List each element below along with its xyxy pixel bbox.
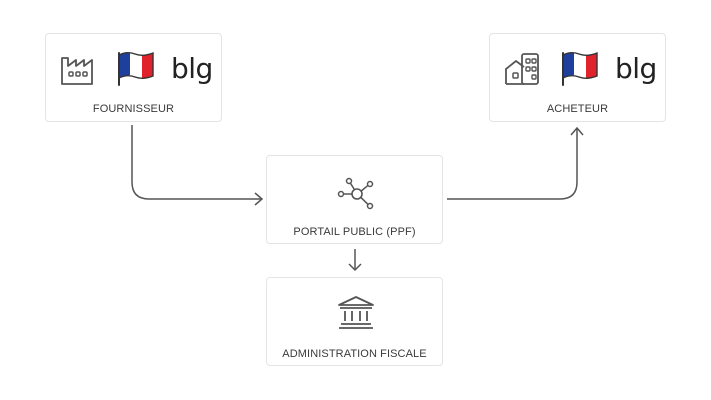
factory-icon [61,57,93,85]
arrowhead-portal-to-buyer [570,126,584,136]
supplier-node: blg FOURNISSEUR [45,33,222,122]
tax-node: ADMINISTRATION FISCALE [266,277,443,366]
supplier-label: FOURNISSEUR [92,103,175,115]
buyer-brand: blg [615,52,657,85]
arrow-supplier-to-portal [131,125,262,200]
tax-label: ADMINISTRATION FISCALE [282,348,427,360]
government-building-icon [338,296,374,329]
portal-node: PORTAIL PUBLIC (PPF) [266,155,443,244]
arrowhead-supplier-to-portal [254,192,264,206]
france-flag-icon [562,51,598,86]
buyer-node: blg ACHETEUR [489,33,666,122]
arrowhead-portal-to-tax [348,263,362,272]
buyer-label: ACHETEUR [546,103,609,115]
network-hub-icon [337,177,374,210]
france-flag-icon [118,51,154,86]
buildings-icon [505,53,539,85]
arrow-portal-to-buyer [447,128,578,200]
supplier-brand: blg [171,52,213,85]
portal-label: PORTAIL PUBLIC (PPF) [293,226,416,238]
